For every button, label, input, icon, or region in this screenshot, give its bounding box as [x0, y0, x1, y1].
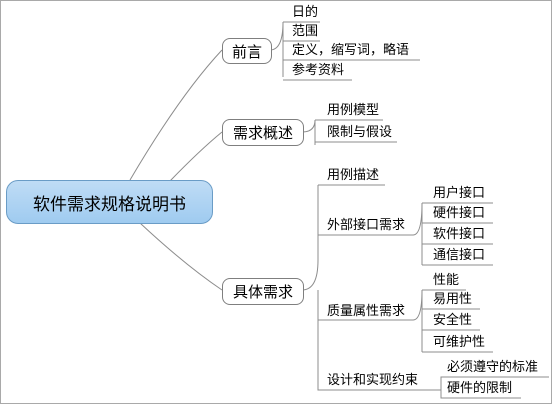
intro-node[interactable]: 前言: [222, 38, 272, 64]
intro-item-purpose[interactable]: 日的: [292, 5, 319, 20]
root-node[interactable]: 软件需求规格说明书: [6, 180, 213, 224]
quality-item-performance[interactable]: 性能: [433, 273, 460, 288]
specific-item-use-case-desc[interactable]: 用例描述: [327, 168, 380, 183]
design-item-standards[interactable]: 必须遵守的标准: [447, 360, 539, 375]
overview-item-constraints[interactable]: 限制与假设: [327, 125, 393, 140]
quality-item-security[interactable]: 安全性: [433, 313, 473, 328]
external-interface-node[interactable]: 外部接口需求: [327, 218, 406, 233]
intro-item-scope[interactable]: 范围: [292, 24, 319, 39]
external-item-communication[interactable]: 通信接口: [433, 248, 486, 263]
quality-item-maintainability[interactable]: 可维护性: [433, 335, 486, 350]
design-constraints-node[interactable]: 设计和实现约束: [327, 373, 419, 388]
overview-item-use-case-model[interactable]: 用例模型: [327, 103, 380, 118]
overview-node[interactable]: 需求概述: [222, 119, 304, 146]
design-item-hardware-limits[interactable]: 硬件的限制: [447, 381, 513, 396]
specific-node[interactable]: 具体需求: [222, 278, 304, 305]
external-item-hardware[interactable]: 硬件接口: [433, 206, 486, 221]
external-item-software[interactable]: 软件接口: [433, 227, 486, 242]
intro-item-definitions[interactable]: 定义，缩写词，略语: [292, 43, 410, 58]
external-item-user[interactable]: 用户接口: [433, 186, 486, 201]
quality-item-usability[interactable]: 易用性: [433, 292, 473, 307]
intro-item-references[interactable]: 参考资料: [292, 63, 345, 78]
quality-attribute-node[interactable]: 质量属性需求: [327, 304, 406, 319]
